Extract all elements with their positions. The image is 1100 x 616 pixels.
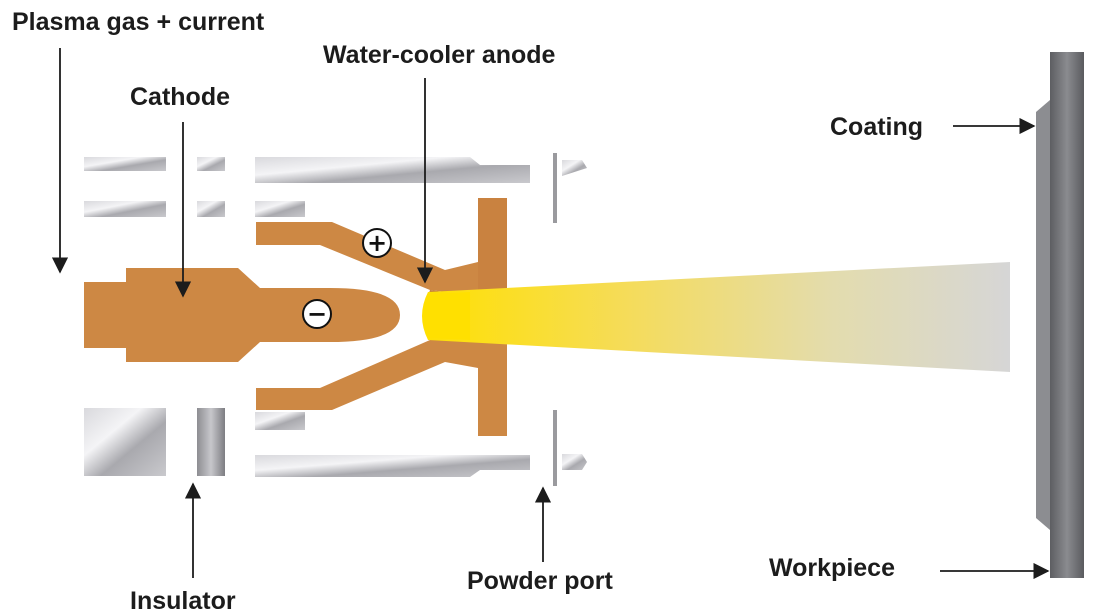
cathode	[84, 268, 400, 362]
insulator-top-outer	[84, 157, 166, 171]
powder-port-top	[553, 153, 557, 223]
coating	[1036, 100, 1050, 530]
housing-top-inner	[255, 201, 305, 217]
insulator-top-inner-gap	[197, 201, 225, 217]
label-cathode: Cathode	[130, 83, 230, 111]
leader-lines	[51, 48, 1050, 580]
label-plasma-gas: Plasma gas + current	[12, 8, 265, 36]
cathode-sign-text: −	[307, 300, 327, 328]
insulator-block	[84, 408, 166, 476]
label-water-cooler-anode: Water-cooler anode	[323, 41, 556, 69]
housing-top-outer	[255, 157, 530, 183]
cathode-polarity-sign: −	[302, 299, 332, 329]
anode-lower-arm	[256, 330, 507, 436]
housing-bottom-inner	[255, 412, 305, 430]
insulator-bar	[197, 408, 225, 476]
anode-sign-text: +	[367, 229, 387, 257]
powder-port-top-cap	[562, 160, 587, 176]
anode-polarity-sign: +	[362, 228, 392, 258]
insulator-top-outer-gap	[197, 157, 225, 171]
label-workpiece: Workpiece	[769, 554, 895, 582]
label-insulator: Insulator	[130, 587, 236, 615]
minus-circle-icon	[302, 299, 332, 329]
insulator-top-inner	[84, 201, 166, 217]
powder-port-bottom	[553, 410, 557, 486]
housing-bottom-outer	[255, 455, 530, 477]
label-coating: Coating	[830, 113, 923, 141]
workpiece	[1050, 52, 1084, 578]
label-powder-port: Powder port	[467, 567, 614, 595]
plus-circle-icon	[362, 228, 392, 258]
plasma-core	[423, 292, 470, 340]
powder-port-bottom-cap	[562, 454, 587, 470]
housing-bottom	[84, 408, 587, 486]
plasma-jet	[422, 262, 1010, 372]
housing-top	[84, 153, 587, 223]
